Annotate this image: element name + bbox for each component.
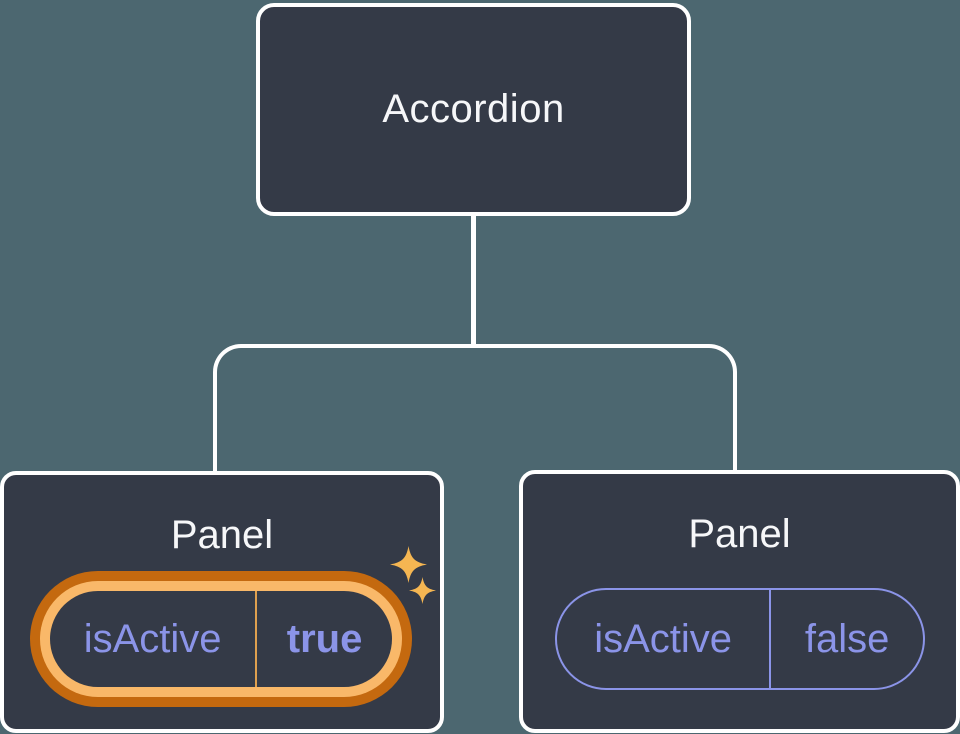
state-pill-highlight-inner-ring: isActive true: [40, 581, 402, 697]
pill-divider: [255, 591, 258, 687]
prop-name-cell: isActive: [83, 617, 222, 661]
accordion-node-label: Accordion: [382, 87, 565, 131]
connector-stem: [471, 212, 476, 346]
state-pill: isActive false: [555, 588, 925, 690]
state-pill-highlight-ring: isActive true: [30, 571, 412, 707]
accordion-node: Accordion: [256, 3, 691, 216]
pill-divider: [769, 590, 772, 688]
panel-title: Panel: [170, 513, 274, 557]
prop-name-cell: isActive: [594, 617, 733, 661]
panel-node-active: Panel isActive true: [0, 471, 444, 733]
prop-value-cell: true: [286, 617, 363, 661]
panel-title: Panel: [688, 512, 791, 556]
connector-branch: [213, 344, 737, 474]
prop-value-cell: false: [804, 617, 890, 661]
state-pill: isActive true: [50, 591, 392, 687]
panel-node-inactive: Panel isActive false: [519, 470, 960, 733]
sparkle-small-icon: [409, 577, 436, 604]
sparkle-large-icon: [390, 546, 427, 583]
